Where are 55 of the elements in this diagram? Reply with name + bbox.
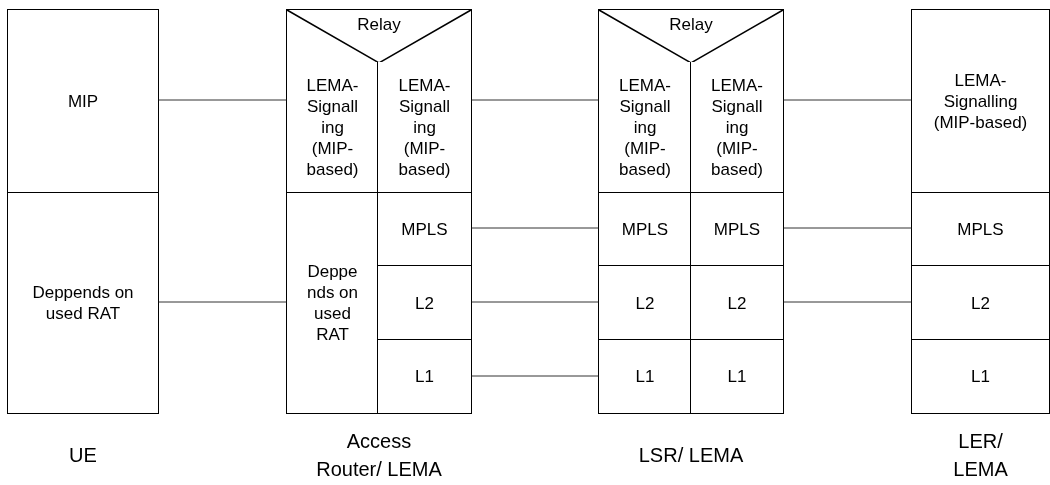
stack-label: UE [68, 443, 98, 468]
layer-cell [598, 62, 692, 194]
stack-label: LSR/ LEMA [637, 443, 745, 468]
layer-cell [377, 62, 472, 194]
layer-label: L1 [727, 366, 747, 387]
layer-label: MIP [67, 91, 99, 112]
layer-label: L2 [727, 292, 747, 314]
layer-label: LEMA- Signall ing (MIP- based) [306, 75, 359, 180]
connector-line [783, 99, 912, 101]
layer-cell [911, 265, 1050, 341]
layer-cell [690, 265, 784, 341]
layer-label: Deppends on used RAT [31, 282, 135, 324]
connector-line [783, 227, 912, 229]
layer-cell [7, 192, 159, 414]
layer-cell [911, 9, 1050, 194]
layer-label: MPLS [401, 219, 448, 240]
layer-label: L2 [415, 292, 434, 314]
layer-cell [911, 339, 1050, 414]
stack-label: Access Router/ LEMA [315, 429, 443, 482]
connector-line [158, 301, 287, 303]
connector-line [158, 99, 287, 101]
layer-label: LEMA- Signalling (MIP-based) [932, 70, 1029, 133]
relay-label: Relay [357, 14, 401, 36]
layer-cell [690, 62, 784, 194]
layer-label: LEMA- Signall ing (MIP- based) [619, 75, 671, 180]
layer-cell [598, 192, 692, 267]
connector-line [471, 99, 599, 101]
layer-cell [286, 62, 379, 194]
layer-label: L1 [635, 366, 655, 387]
connector-line [783, 301, 912, 303]
layer-cell [377, 192, 472, 267]
connector-line [471, 301, 599, 303]
layer-label: MPLS [621, 219, 669, 240]
layer-label: MPLS [713, 219, 761, 240]
relay-label: Relay [669, 14, 713, 36]
layer-label: L1 [415, 366, 434, 387]
layer-cell [911, 192, 1050, 267]
layer-cell [377, 265, 472, 341]
connector-line [471, 375, 599, 377]
layer-label: L2 [635, 292, 655, 314]
layer-label: MPLS [957, 219, 1004, 240]
layer-cell [690, 339, 784, 414]
stack-label: LER/ LEMA [952, 429, 1009, 482]
layer-label: LEMA- Signall ing (MIP- based) [398, 75, 451, 180]
layer-cell [598, 265, 692, 341]
layer-label: Deppe nds on used RAT [305, 261, 359, 345]
layer-label: L2 [971, 292, 990, 314]
layer-label: LEMA- Signall ing (MIP- based) [711, 75, 763, 180]
layer-cell [377, 339, 472, 414]
connector-line [471, 227, 599, 229]
layer-cell [7, 9, 159, 194]
layer-cell [598, 339, 692, 414]
layer-cell [690, 192, 784, 267]
layer-label: L1 [971, 366, 990, 387]
layer-cell [286, 192, 379, 414]
